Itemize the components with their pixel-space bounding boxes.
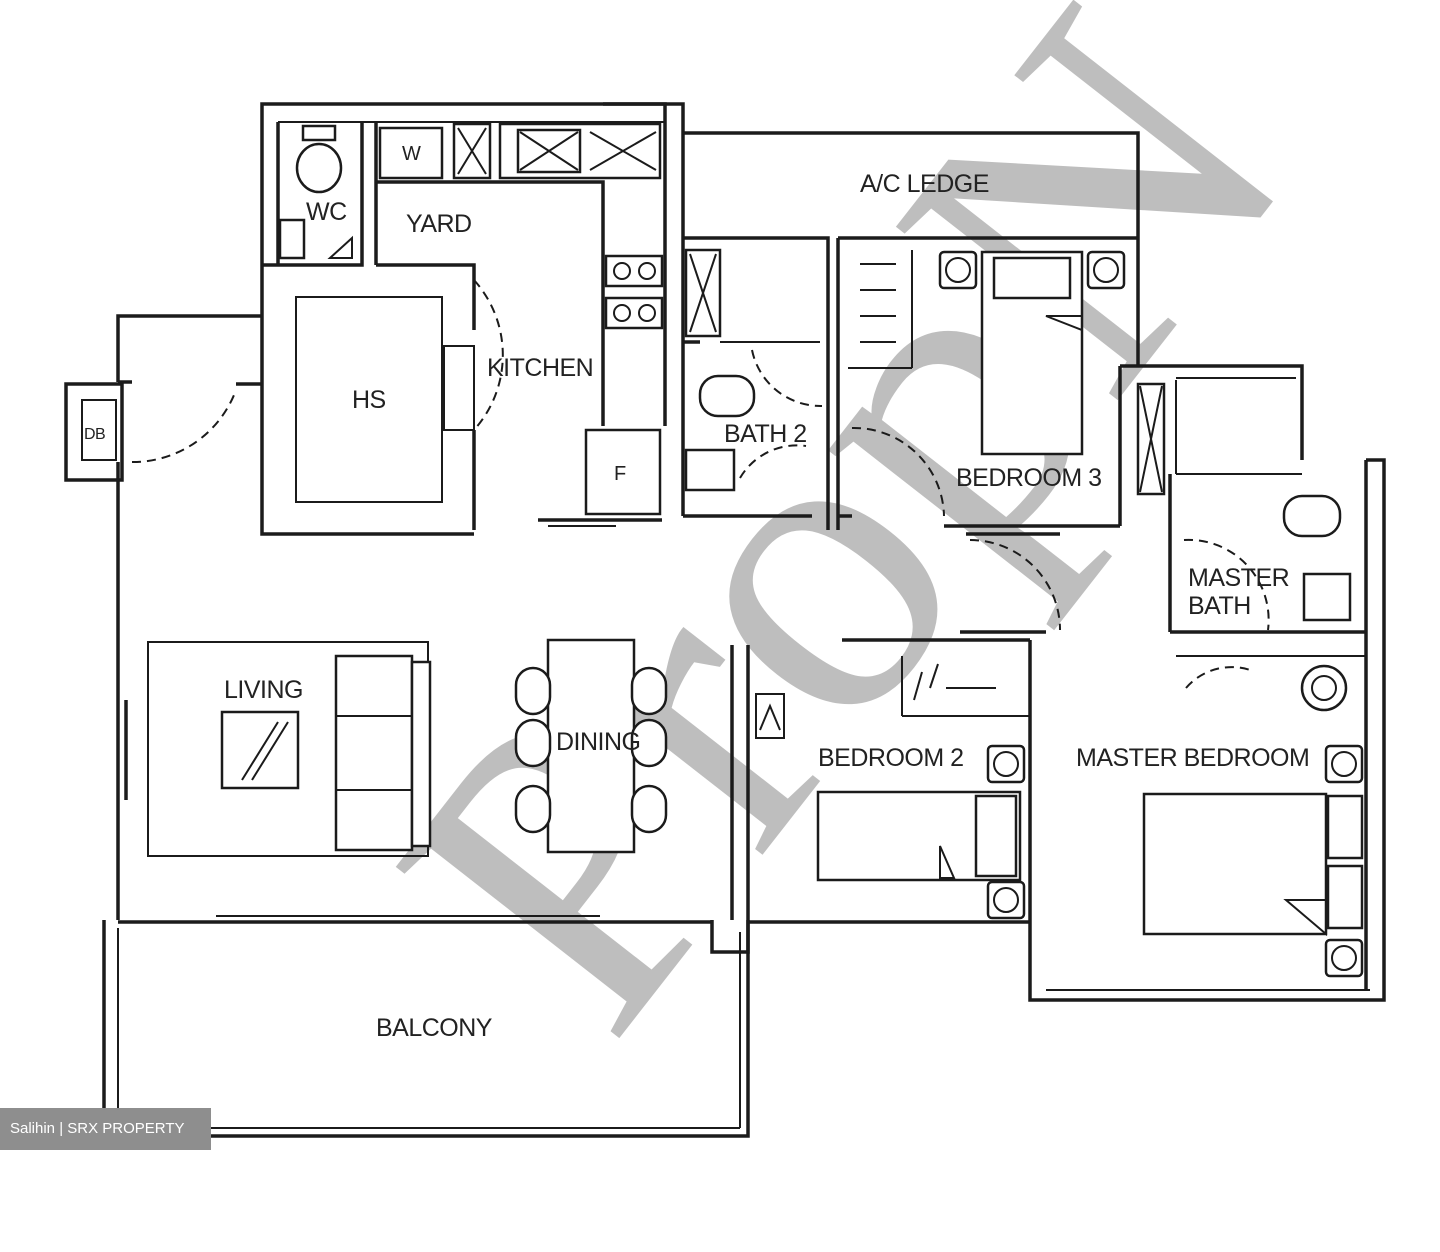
bedroom2-label: BEDROOM 2: [818, 744, 964, 772]
fridge: [584, 428, 662, 516]
exterior-walls: [64, 102, 1386, 1138]
washer: [378, 126, 444, 180]
living-label: LIVING: [224, 676, 303, 704]
wc-toilet: [295, 142, 343, 194]
dining-table: [546, 638, 636, 854]
master-bath-label-2: BATH: [1188, 592, 1251, 620]
balcony-label: BALCONY: [376, 1014, 493, 1042]
master-bath-toilet: [1282, 494, 1342, 538]
bath2-basin: [684, 448, 736, 492]
master-bath-label-1: MASTER: [1188, 564, 1289, 592]
photo-credit-badge: Salihin | SRX PROPERTY: [0, 1108, 211, 1150]
master-bedroom: MASTER BEDROOM: [1076, 655, 1366, 978]
master-bed: [1142, 792, 1328, 936]
ac-ledge-label: A/C LEDGE: [860, 170, 989, 198]
wc-label: WC: [306, 198, 347, 226]
bath2: BATH 2: [681, 236, 830, 530]
hs-label: HS: [352, 386, 386, 414]
kitchen-label: KITCHEN: [487, 354, 593, 382]
sofa: [334, 654, 414, 852]
bath2-toilet: [698, 374, 756, 418]
living-dining: LIVING DINING: [124, 638, 785, 857]
db-box: [64, 382, 124, 482]
hob-2: [604, 296, 664, 330]
washer-label: W: [402, 143, 421, 165]
fridge-label: F: [614, 463, 626, 485]
dining-label: DINING: [556, 728, 641, 756]
bath2-label: BATH 2: [724, 420, 807, 448]
wc-basin: [278, 218, 306, 260]
bedroom3: A/C LEDGE BEDROOM 3: [836, 170, 1140, 530]
service-block: WC W YARD HS KITCHEN F: [84, 102, 667, 536]
master-bath-basin: [1302, 572, 1352, 622]
hob-1: [604, 254, 664, 288]
master-bath: MASTER BATH: [1120, 364, 1366, 634]
corridor: [960, 532, 1061, 634]
washer-icon: [1300, 664, 1348, 712]
master-bedroom-label: MASTER BEDROOM: [1076, 744, 1309, 772]
db-label: DB: [84, 426, 105, 443]
bedroom2: BEDROOM 2: [816, 638, 1030, 920]
bedroom3-label: BEDROOM 3: [956, 464, 1102, 492]
yard-label: YARD: [406, 210, 472, 238]
